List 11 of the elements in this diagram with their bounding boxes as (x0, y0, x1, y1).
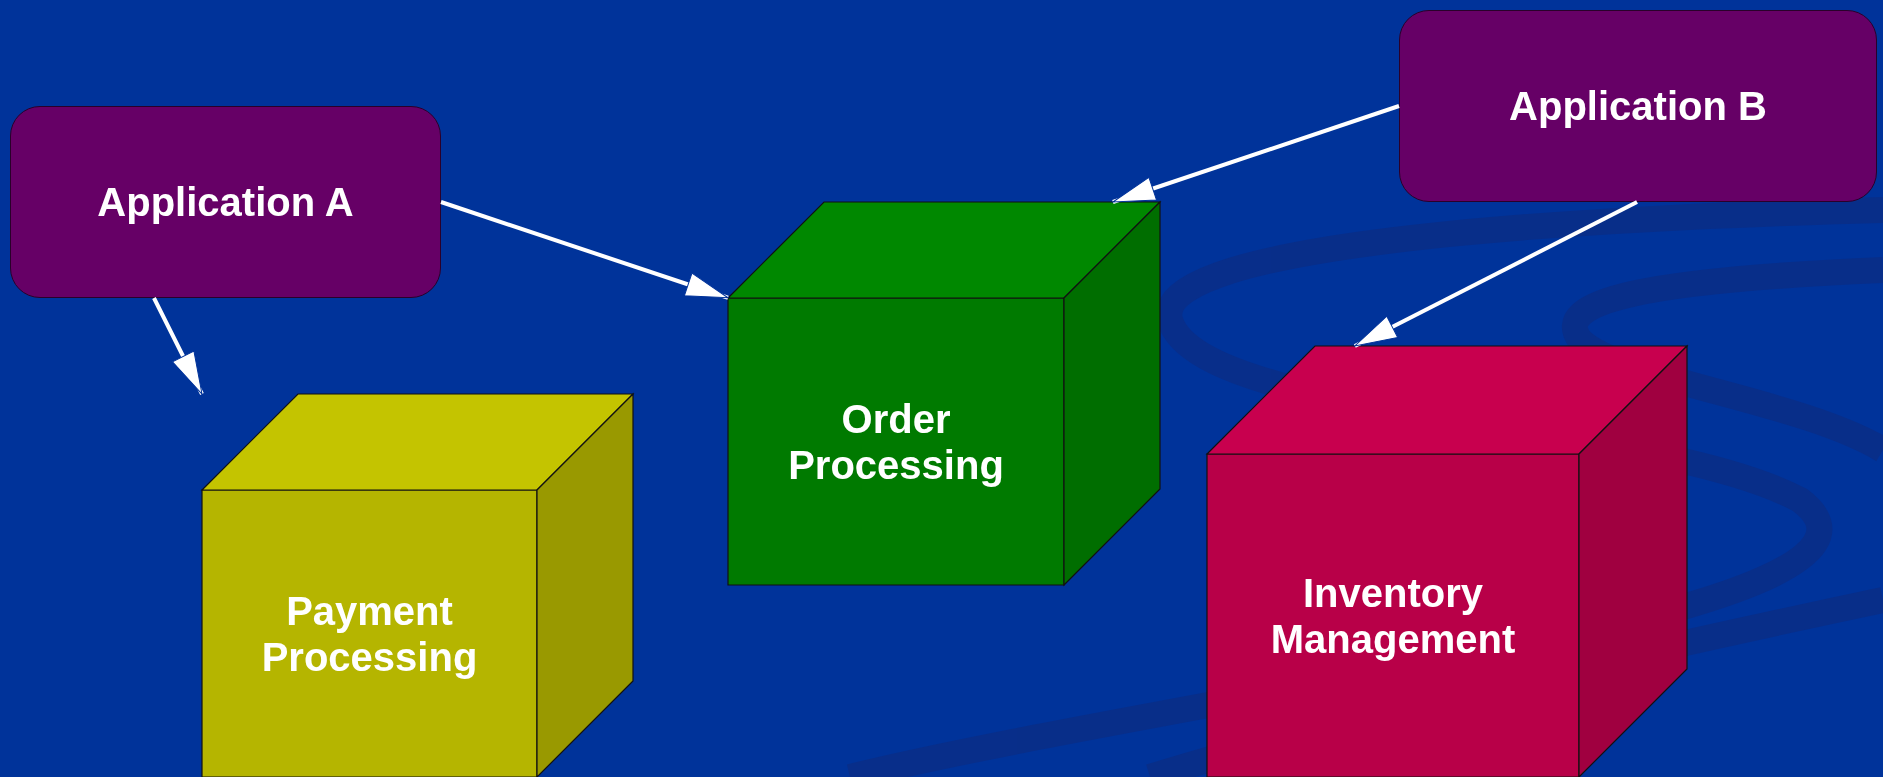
node-label: Payment Processing (260, 587, 479, 680)
arrow (440, 200, 729, 300)
arrow (1353, 200, 1638, 348)
arrow (152, 297, 204, 395)
application-box (10, 106, 441, 298)
application-box (1399, 10, 1877, 202)
node-label: Order Processing (787, 395, 1005, 488)
node-label: Application B (1509, 83, 1767, 129)
node-label: Inventory Management (1269, 569, 1517, 662)
arrow (1112, 104, 1400, 204)
node-label: Application A (97, 179, 354, 225)
